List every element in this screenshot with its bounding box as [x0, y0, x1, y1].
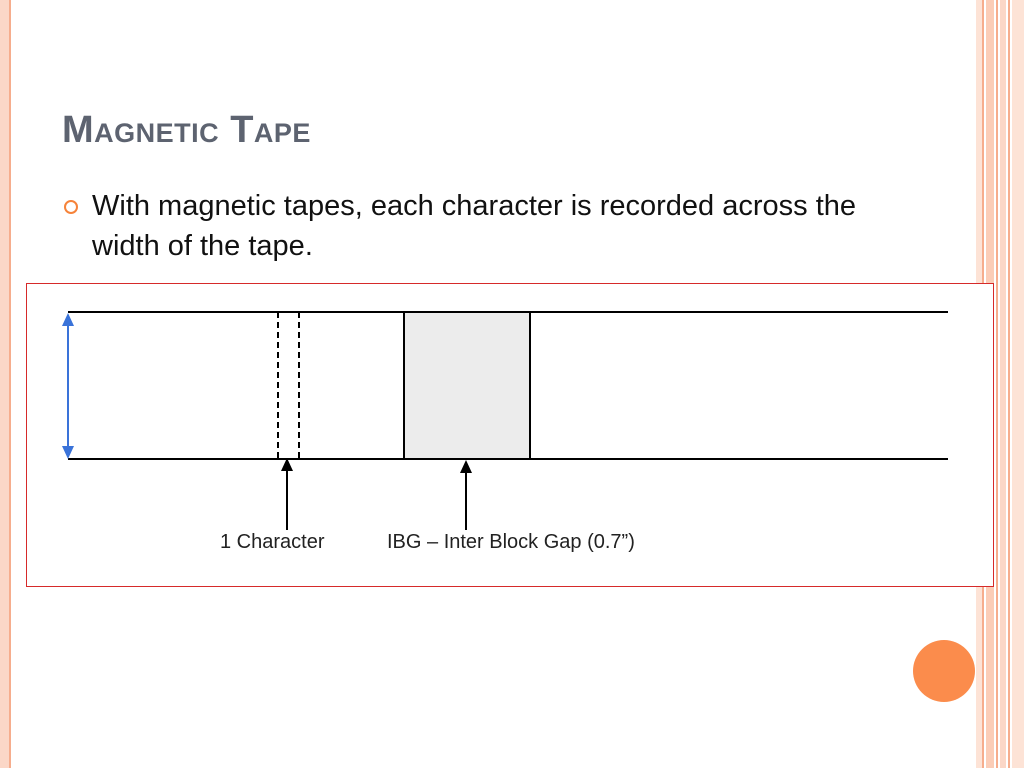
character-pointer-arrow-icon — [281, 458, 293, 530]
slide-title: Magnetic Tape — [62, 109, 311, 151]
character-label: 1 Character — [220, 531, 325, 553]
bullet-text: With magnetic tapes, each character is r… — [92, 190, 857, 262]
ibg-label: IBG – Inter Block Gap (0.7”) — [387, 531, 635, 553]
left-decor-stripe — [0, 0, 11, 768]
decorative-orange-circle — [913, 640, 975, 702]
ibg-pointer-arrow-icon — [460, 460, 472, 530]
bullet-circle-icon — [64, 200, 78, 214]
inter-block-gap — [403, 311, 531, 460]
tape-width-arrow-icon — [62, 313, 74, 459]
